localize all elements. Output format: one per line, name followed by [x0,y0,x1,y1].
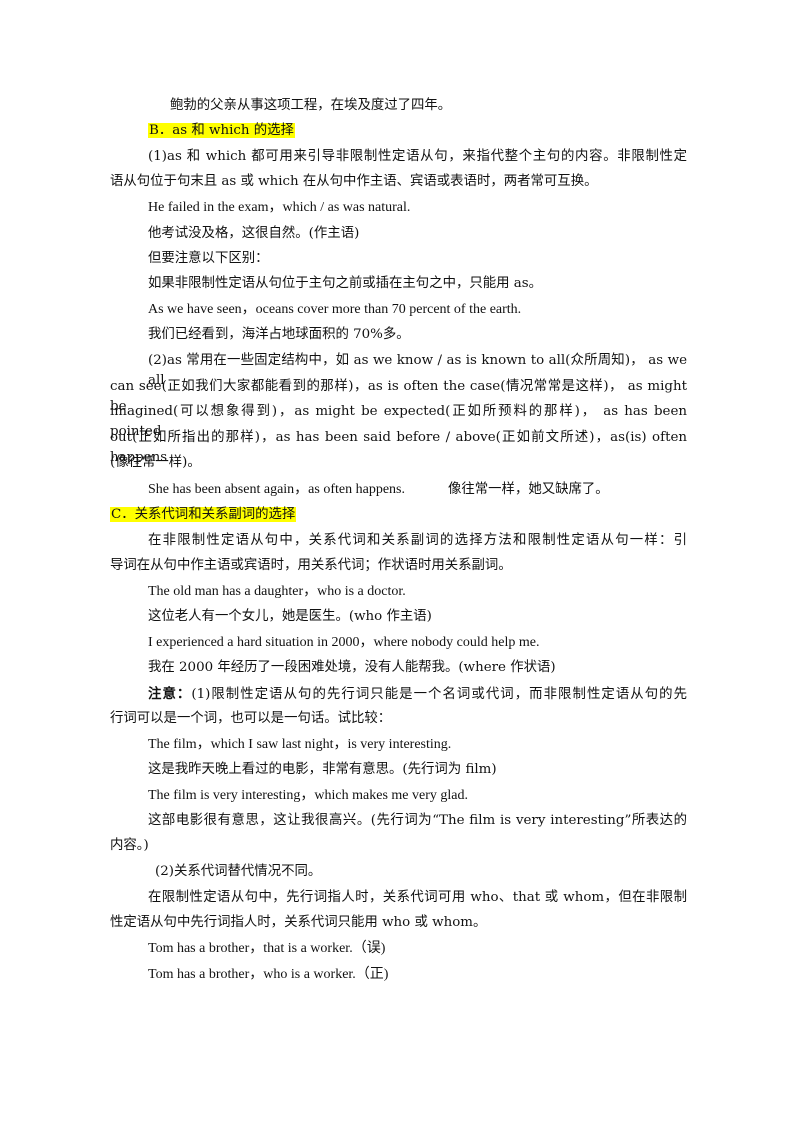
text-line: (2)关系代词替代情况不同。 [155,864,322,879]
text-line: 导词在从句中作主语或宾语时，用关系代词；作状语时用关系副词。 [110,558,512,573]
example-translation: 这位老人有一个女儿，她是医生。(who 作主语) [148,609,432,624]
text-line: 行词可以是一个词，也可以是一句话。试比较： [110,711,392,726]
example-sentence-en: I experienced a hard situation in 2000，w… [148,635,540,650]
section-heading-c: C．关系代词和关系副词的选择 [110,505,800,525]
text-line: 鲍勃的父亲从事这项工程，在埃及度过了四年。 [170,98,452,113]
text-line: 在限制性定语从句中，先行词指人时，关系代词可用 who、that 或 whom，… [148,890,687,905]
text-line: 内容。) [110,838,149,853]
example-sentence-en: He failed in the exam，which / as was nat… [148,200,411,215]
text-line: 但要注意以下区别： [148,251,269,266]
text-line: (1)as 和 which 都可用来引导非限制性定语从句，来指代整个主句的内容。… [148,149,687,164]
text-line: 在非限制性定语从句中，关系代词和关系副词的选择方法和限制性定语从句一样：引 [148,533,687,548]
note-text: (1)限制性定语从句的先行词只能是一个名词或代词，而非限制性定语从句的先 [191,687,688,702]
example-translation: 像往常一样，她又缺席了。 [448,482,609,497]
text-line: 如果非限制性定语从句位于主句之前或插在主句之中，只能用 as。 [148,276,543,291]
example-sentence-en: She has been absent again，as often happe… [148,482,405,497]
example-translation: 他考试没及格，这很自然。(作主语) [148,226,360,241]
note-label: 注意： [148,686,192,702]
text-line: 性定语从句中先行词指人时，关系代词只能用 who 或 whom。 [110,915,487,930]
text-line: can see(正如我们大家都能看到的那样)，as is often the c… [110,379,687,414]
text-line: imagined(可以想象得到)，as might be expected(正如… [110,404,687,439]
text-line: (2)as 常用在一些固定结构中，如 as we know / as is kn… [148,353,687,388]
note-line: 注意：(1)限制性定语从句的先行词只能是一个名词或代词，而非限制性定语从句的先 [148,684,687,705]
example-sentence-en: The old man has a daughter，who is a doct… [148,584,406,599]
example-translation: 我们已经看到，海洋占地球面积的 70%多。 [148,327,410,342]
example-sentence-en: The film is very interesting，which makes… [148,788,468,803]
example-sentence-en: The film，which I saw last night，is very … [148,737,452,752]
highlighted-heading-text: C．关系代词和关系副词的选择 [110,507,297,522]
highlighted-heading-text: B．as 和 which 的选择 [148,123,295,138]
example-translation: 这是我昨天晚上看过的电影，非常有意思。(先行词为 film) [148,762,497,777]
text-line: 语从句位于句末且 as 或 which 在从句中作主语、宾语或表语时，两者常可互… [110,174,598,189]
example-sentence-en: Tom has a brother，who is a worker.（正) [148,967,389,982]
example-sentence-en: As we have seen，oceans cover more than 7… [148,302,522,317]
text-line: out(正如所指出的那样)，as has been said before / … [110,430,687,465]
example-sentence-en: Tom has a brother，that is a worker.（误) [148,941,386,956]
section-heading-b: B．as 和 which 的选择 [148,121,800,141]
example-translation: 我在 2000 年经历了一段困难处境，没有人能帮我。(where 作状语) [148,660,556,675]
example-translation: 这部电影很有意思，这让我很高兴。(先行词为“The film is very i… [148,813,687,828]
text-line: (像往常一样)。 [110,455,201,470]
